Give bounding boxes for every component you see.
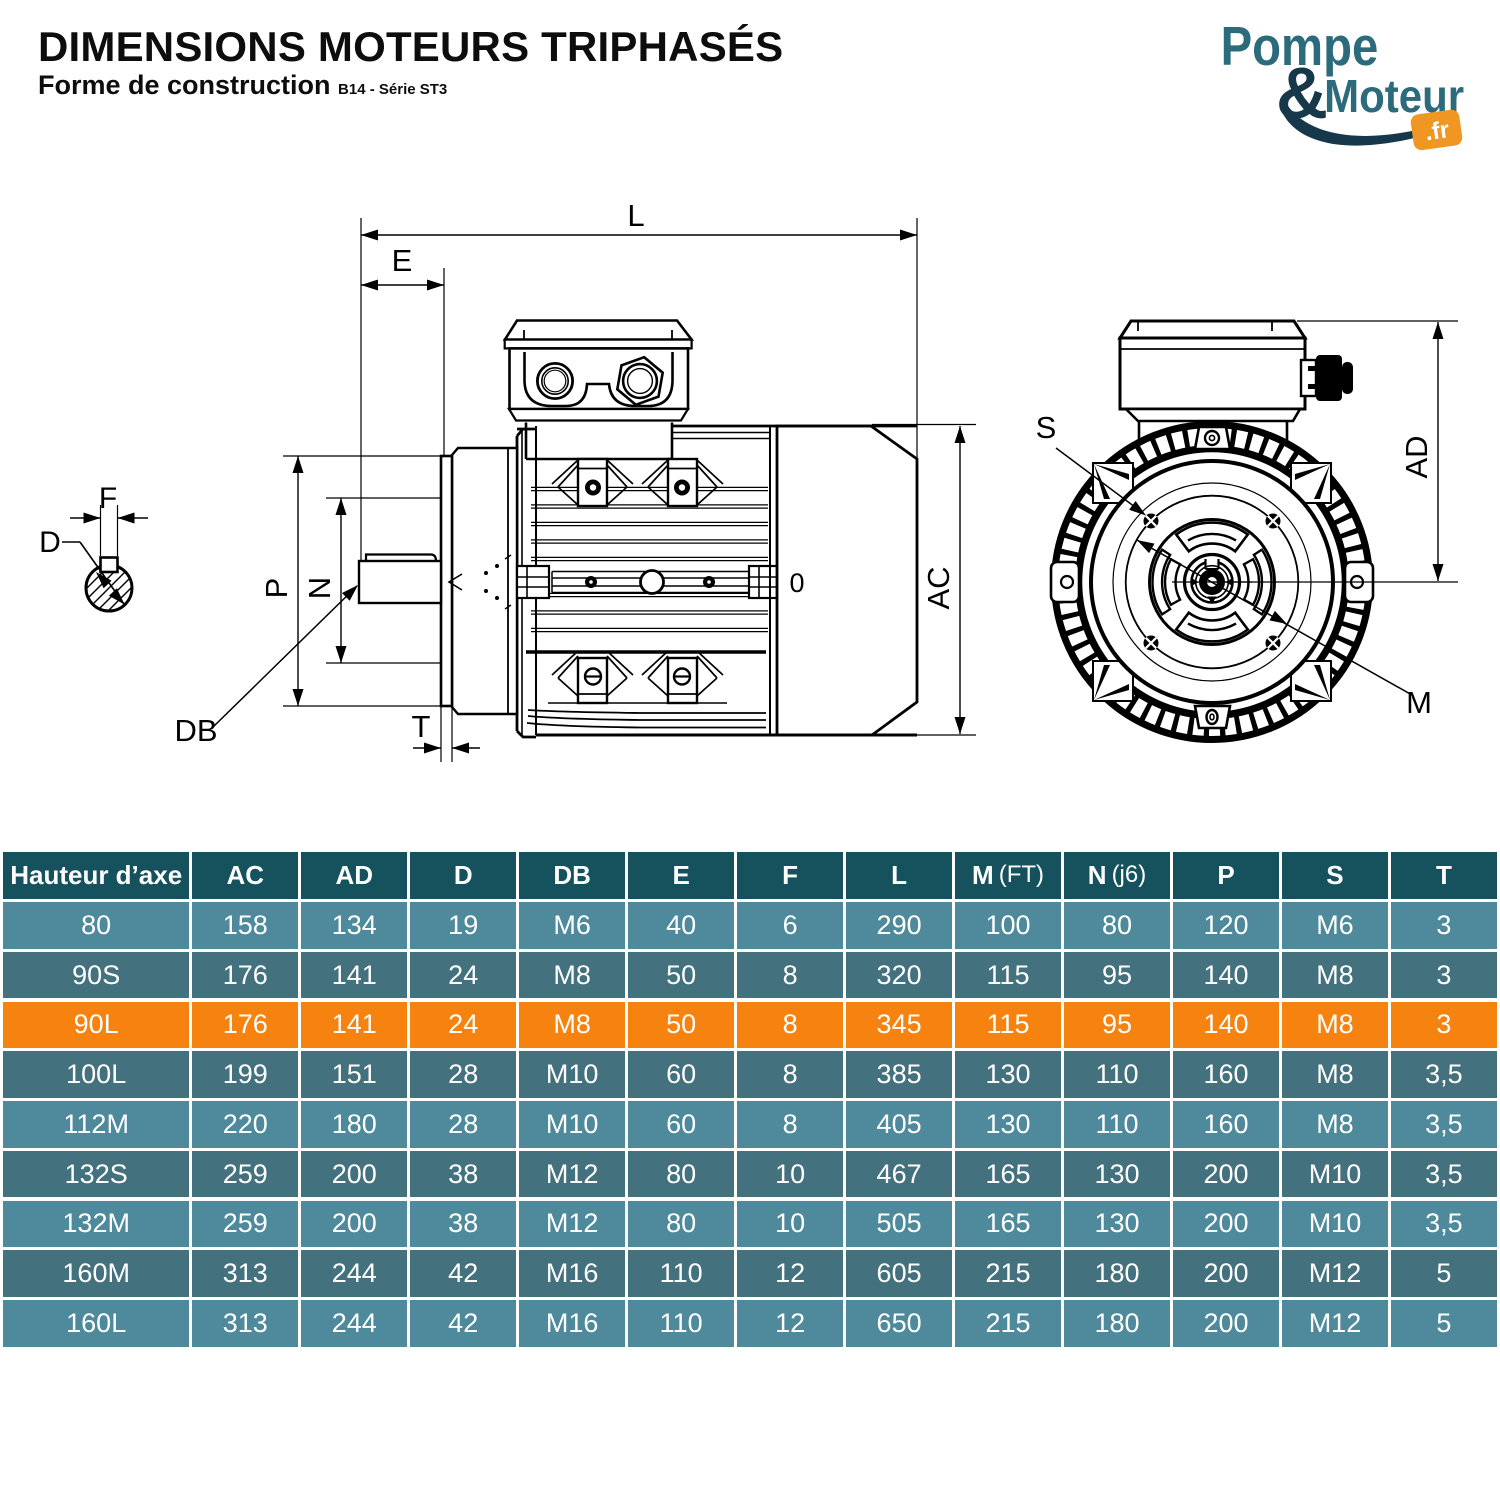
- svg-text:Pompe: Pompe: [1221, 16, 1379, 77]
- svg-text:F: F: [99, 482, 117, 515]
- svg-text:T: T: [412, 709, 431, 744]
- svg-text:N: N: [302, 577, 337, 599]
- svg-text:D: D: [39, 526, 61, 559]
- svg-text:L: L: [627, 198, 644, 233]
- svg-text:M: M: [1406, 685, 1432, 720]
- svg-text:DB: DB: [174, 713, 217, 748]
- svg-text:S: S: [1036, 410, 1057, 445]
- svg-text:P: P: [259, 578, 294, 599]
- svg-text:AD: AD: [1399, 435, 1434, 478]
- svg-text:AC: AC: [921, 566, 956, 609]
- svg-text:E: E: [392, 243, 413, 278]
- svg-text:0: 0: [789, 568, 804, 598]
- svg-text:.fr: .fr: [1423, 116, 1451, 146]
